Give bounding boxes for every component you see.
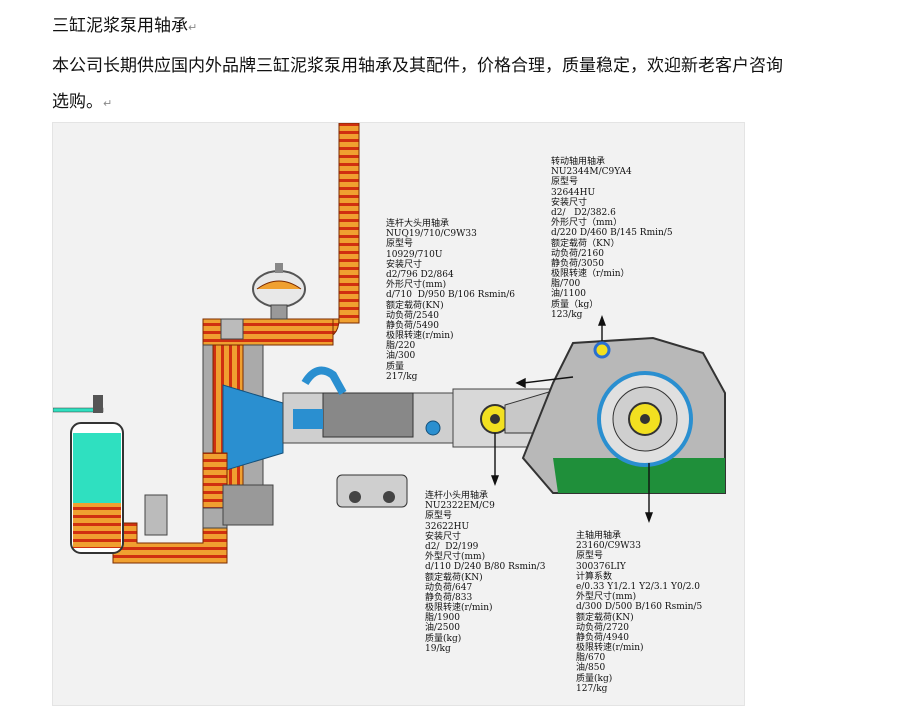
spec-line: d2/796 D2/864 [386,269,454,280]
intro-paragraph: 本公司长期供应国内外品牌三缸泥浆泵用轴承及其配件，价格合理，质量稳定，欢迎新老客… [52,56,783,112]
spec-line: 额定载荷(KN) [576,612,634,623]
discharge-pipe-vertical [338,123,360,324]
spec-line: 原型号 [425,511,453,522]
spec-line: 极限转速(r/min) [576,643,644,654]
spec-line: 23160/C9W33 [576,541,641,552]
spec-line: d/710 D/950 B/106 Rsmin/6 [386,290,516,301]
spec-line: 油/1100 [551,289,586,300]
spec-line: 质量 [386,361,405,372]
spec-line: 极限转速（r/min） [551,269,630,280]
pump-chamber [222,384,284,472]
spec-line: 外形尺寸(mm) [386,280,447,291]
spec-line: 32644HU [551,187,596,198]
pump-base [222,484,274,526]
spec-line: 连杆大头用轴承 [386,219,450,229]
spec-line: 127/kg [576,683,608,694]
spec-line: 极限转速(r/min) [386,331,454,342]
spec-line: 静负荷/5490 [386,320,439,331]
page-title: 三缸泥浆泵用轴承↵ [52,16,198,36]
spec-line: 脂/700 [551,279,581,290]
spec-line: 动负荷/647 [425,582,473,593]
spec-line: 10929/710U [386,249,443,260]
spec-line: NUQ19/710/C9W33 [386,229,477,240]
spec-line: 原型号 [551,177,579,188]
lifting-eye [593,341,611,359]
spec-line: NU2322EM/C9 [425,501,495,512]
spec-line: 油/300 [386,351,416,362]
suction-valve-cover [220,318,244,340]
spec-line: 额定载荷(KN) [386,300,444,311]
spec-line: 安装尺寸 [425,531,462,542]
intake-hose [301,366,347,395]
spec-line: 转动轴用轴承 [551,157,606,167]
spec-line: 19/kg [425,643,451,654]
spec-line: 外型尺寸(mm) [576,592,637,603]
spec-line: d2/ D2/199 [425,541,479,552]
callout-arrows [490,315,654,523]
spec-line: 安装尺寸 [386,259,423,270]
spec-line: 217/kg [386,371,418,382]
oil-sump [553,458,725,493]
suction-pipe-bottom [112,522,228,564]
spec-line: 动负荷/2160 [551,248,604,259]
spec-line: 脂/1900 [425,613,460,624]
spec-line: 极限转速(r/min) [425,603,493,614]
spec-line: 外型尺寸(mm) [425,552,486,563]
spec-line: 质量(kg) [576,673,613,684]
spec-line: 原型号 [576,551,604,562]
spec-line: 原型号 [386,239,414,250]
spec-line: 300376LIY [576,561,626,572]
spec-line: 脂/220 [386,341,416,352]
pump-cutaway-illustration [53,123,726,564]
spec-line: 质量(kg) [425,633,462,644]
spec-line: 32622HU [425,521,470,532]
spec-line: 静负荷/833 [425,592,473,603]
spec-line: d2/ D2/382.6 [551,207,616,218]
tank-liquid [73,433,121,503]
spec-line: 连杆小头用轴承 [425,491,489,501]
spec-line: 动负荷/2540 [386,310,439,321]
spec-line: NU2344M/C9YA4 [551,167,632,178]
spec-line: 123/kg [551,309,583,320]
spec-line: d/300 D/500 B/160 Rsmin/5 [576,602,703,613]
spec-line: 额定载荷（KN） [551,238,620,249]
spec-line: 脂/670 [576,653,606,664]
spec-line: 额定载荷(KN) [425,572,483,583]
spec-line: e/0.33 Y1/2.1 Y2/3.1 Y0/2.0 [576,581,701,592]
spec-line: 外形尺寸（mm） [551,218,623,229]
spec-line: 主轴用轴承 [576,531,622,541]
spec-line: 安装尺寸 [551,197,588,208]
spec-line: 静负荷/4940 [576,632,629,643]
spec-line: 计算系数 [576,571,613,582]
spec-line: d/110 D/240 B/80 Rsmin/3 [425,562,546,573]
spec-line: 动负荷/2720 [576,622,629,633]
spare-part [336,474,408,508]
spec-line: 静负荷/3050 [551,258,604,269]
spec-line: 质量（kg） [551,299,599,310]
spec-line: d/220 D/460 B/145 Rmin/5 [551,228,673,239]
spec-line: 油/2500 [425,623,460,634]
spec-line: 油/850 [576,663,606,674]
